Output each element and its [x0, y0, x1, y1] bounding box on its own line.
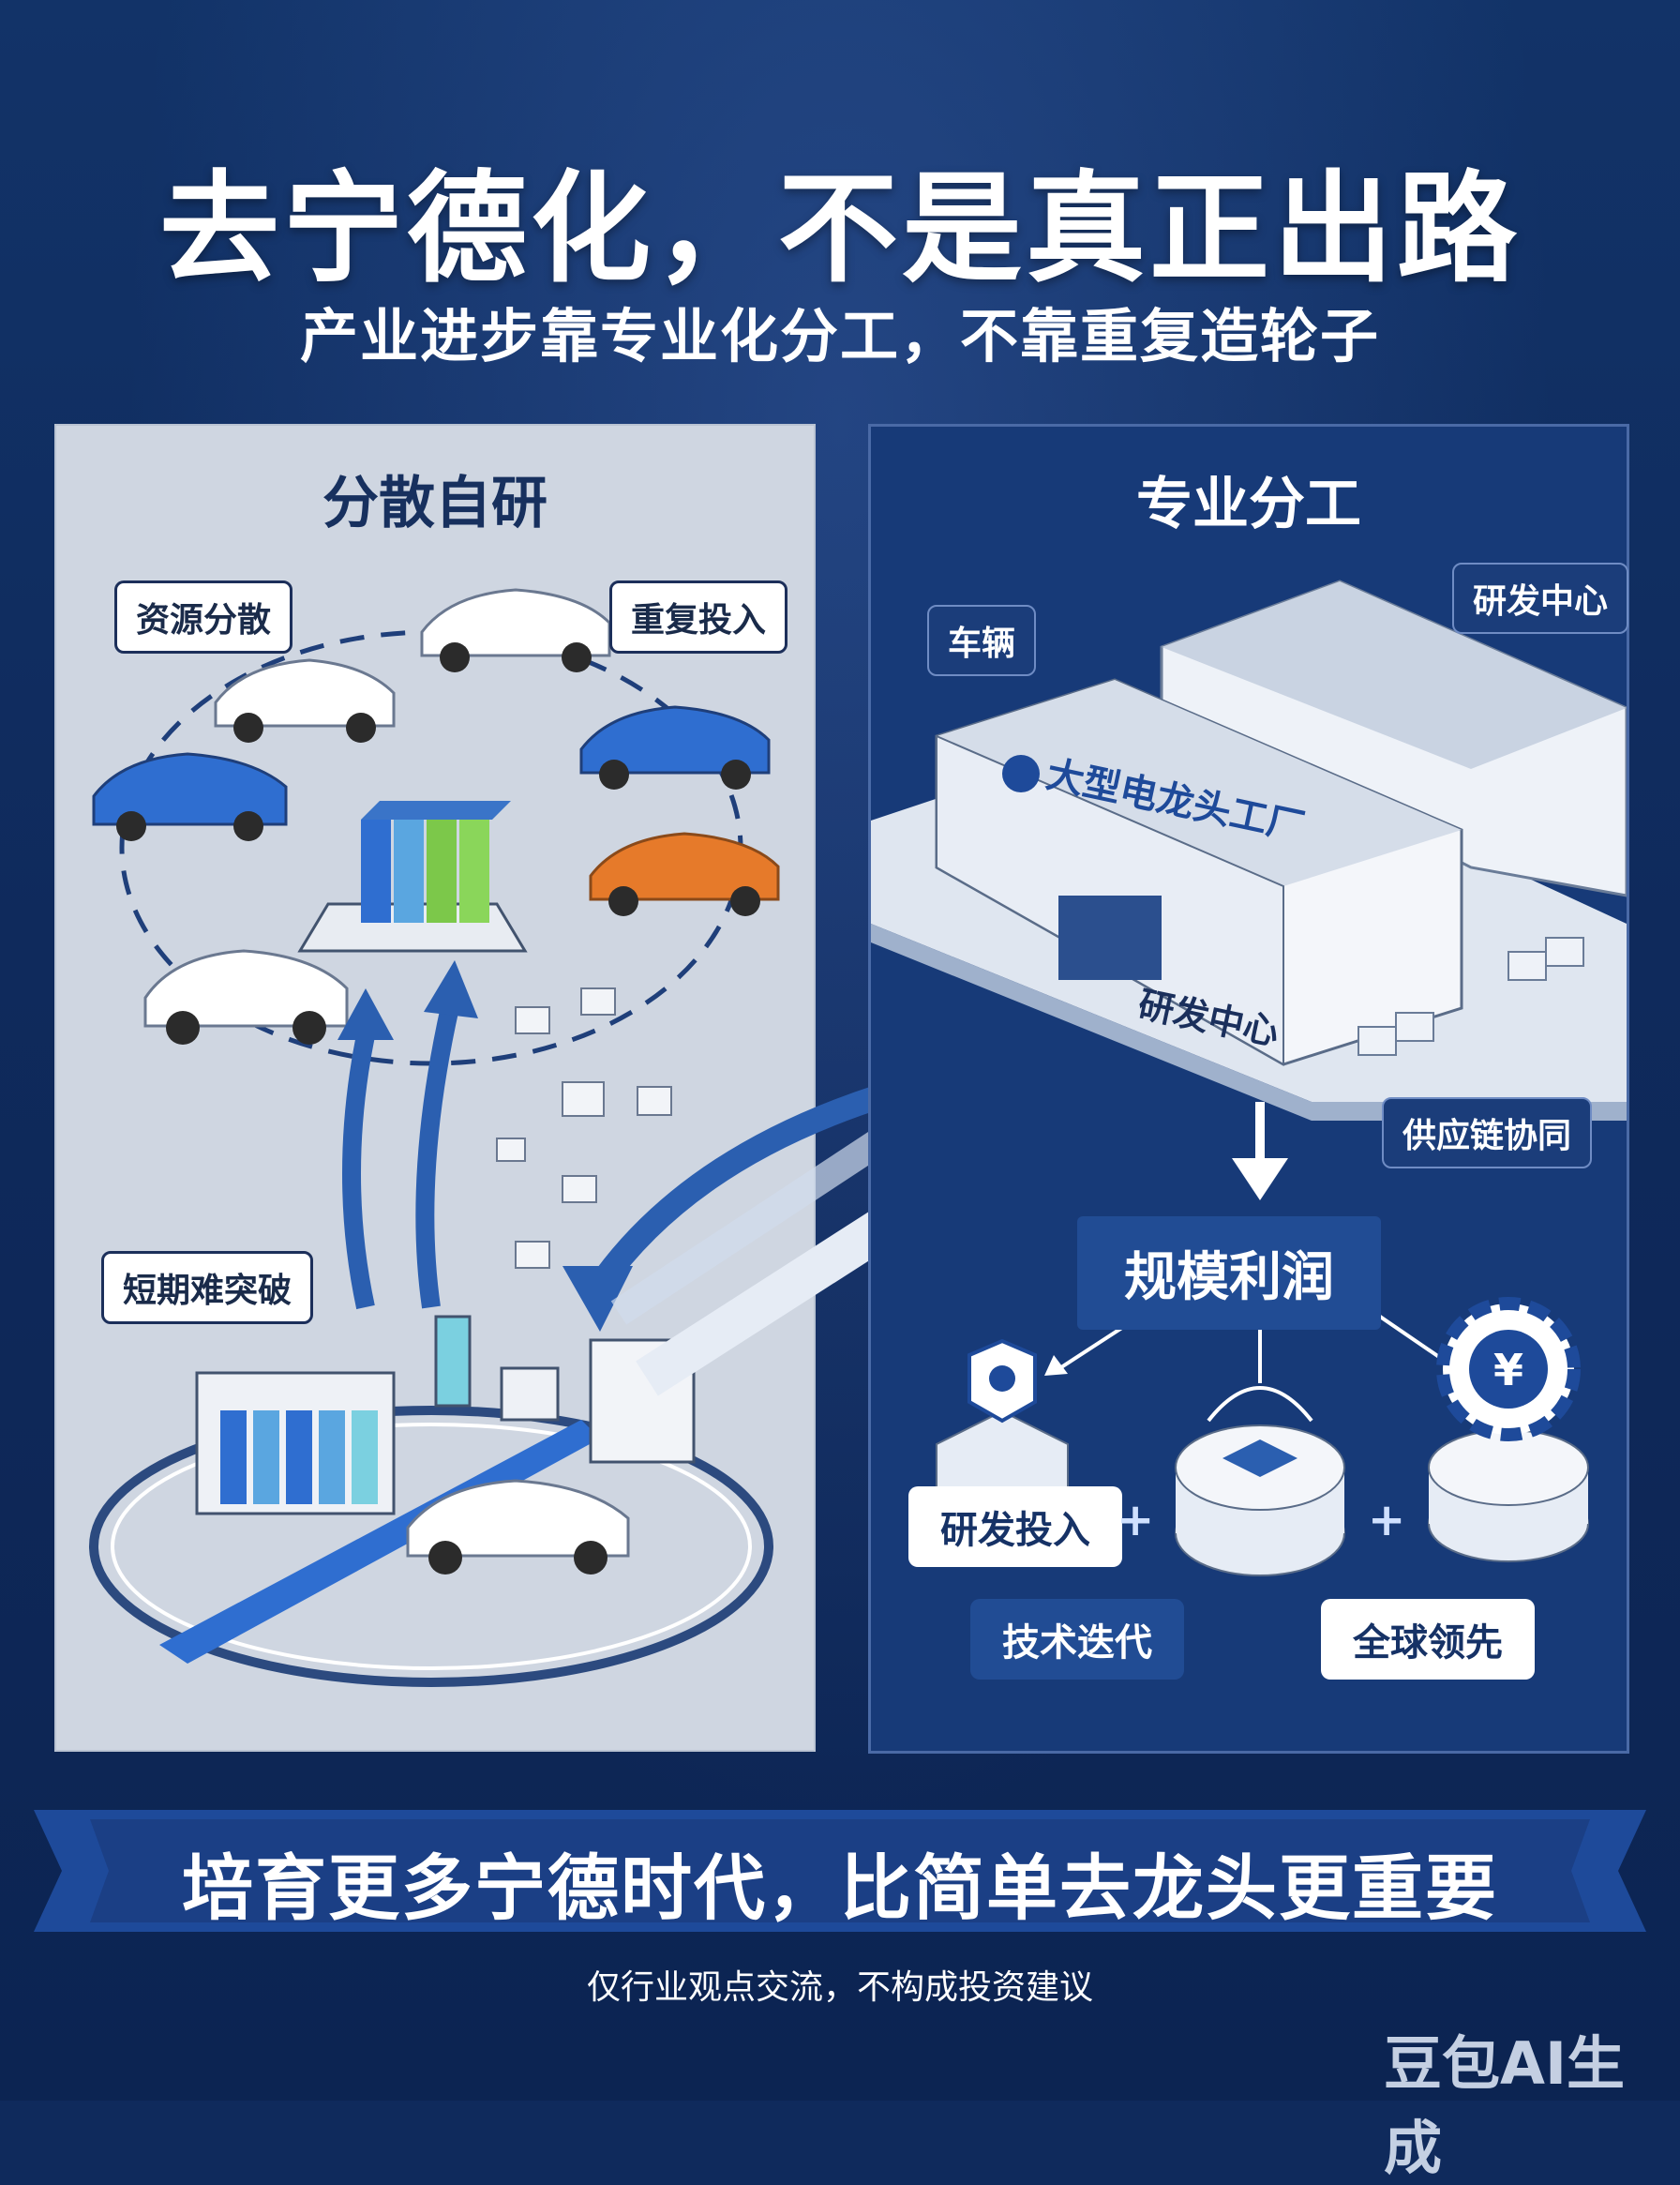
scattered-blocks-icon [496, 987, 672, 1269]
crates-icon [1358, 937, 1584, 1056]
decentralized-illustration [89, 588, 780, 1687]
car-white-bottom-icon [406, 1479, 630, 1575]
yen-symbol: ¥ [1493, 1345, 1523, 1395]
ai-watermark: 豆包AI生成 [1384, 2029, 1626, 2182]
stacked-layers-icon [1175, 1386, 1345, 1576]
plus-sign-right: + [1368, 1494, 1406, 1546]
page-title: 去宁德化，不是真正出路 [158, 159, 1521, 299]
right-panel-specialized: 专业分工 大型电龙头工厂 [868, 424, 1629, 1754]
page-subtitle: 产业进步靠专业化分工，不靠重复造轮子 [299, 302, 1380, 370]
pill-rd-investment: 研发投入 [908, 1486, 1122, 1567]
label-vehicle: 车辆 [927, 605, 1037, 676]
small-box-icon [500, 1366, 560, 1422]
plus-sign-left: + [1117, 1494, 1155, 1546]
factory-illustration: 大型电龙头工厂 [871, 580, 1627, 1576]
arrow-up-left-icon [342, 1033, 375, 1310]
label-rd-center-top: 研发中心 [1452, 563, 1629, 634]
car-blue-right-icon [579, 705, 771, 790]
arrow-up-right-icon [415, 1004, 459, 1309]
gear-yen-coin-icon: ¥ [1428, 1297, 1589, 1562]
scale-profit-box: 规模利润 [1077, 1216, 1381, 1330]
car-white-top-left-icon [214, 658, 396, 743]
right-panel-title: 专业分工 [1136, 472, 1361, 537]
car-white-top-right-icon [420, 588, 611, 672]
cylinder-cell-icon [434, 1315, 472, 1408]
bottom-ribbon [34, 1810, 1646, 1932]
pill-global-lead: 全球领先 [1321, 1599, 1535, 1680]
ribbon-slogan: 培育更多宁德时代，比简单去龙头更重要 [182, 1846, 1498, 1930]
blue-conveyor [159, 1420, 600, 1664]
battery-pack-icon [297, 801, 528, 953]
label-short-term-hard: 短期难突破 [101, 1251, 314, 1324]
left-panel-decentralized: 分散自研 [54, 424, 816, 1752]
logo-badge-icon [1002, 755, 1040, 792]
battery-rig-icon [195, 1371, 396, 1515]
arrow-down-stem [1255, 1102, 1265, 1163]
label-supply-chain: 供应链协同 [1382, 1097, 1593, 1168]
label-repeat-investment: 重复投入 [609, 580, 788, 654]
label-resource-scattered: 资源分散 [114, 580, 293, 654]
arrow-down-icon [1232, 1158, 1288, 1200]
pill-tech-iteration: 技术迭代 [970, 1599, 1184, 1680]
car-blue-left-icon [92, 752, 288, 841]
disclaimer-text: 仅行业观点交流，不构成投资建议 [586, 1968, 1093, 2007]
left-panel-title: 分散自研 [322, 471, 548, 536]
car-orange-icon [589, 832, 780, 916]
ground-track-ring [89, 1406, 773, 1687]
car-white-bottom-left-icon [143, 949, 349, 1045]
factory-building-icon [935, 678, 1463, 1066]
